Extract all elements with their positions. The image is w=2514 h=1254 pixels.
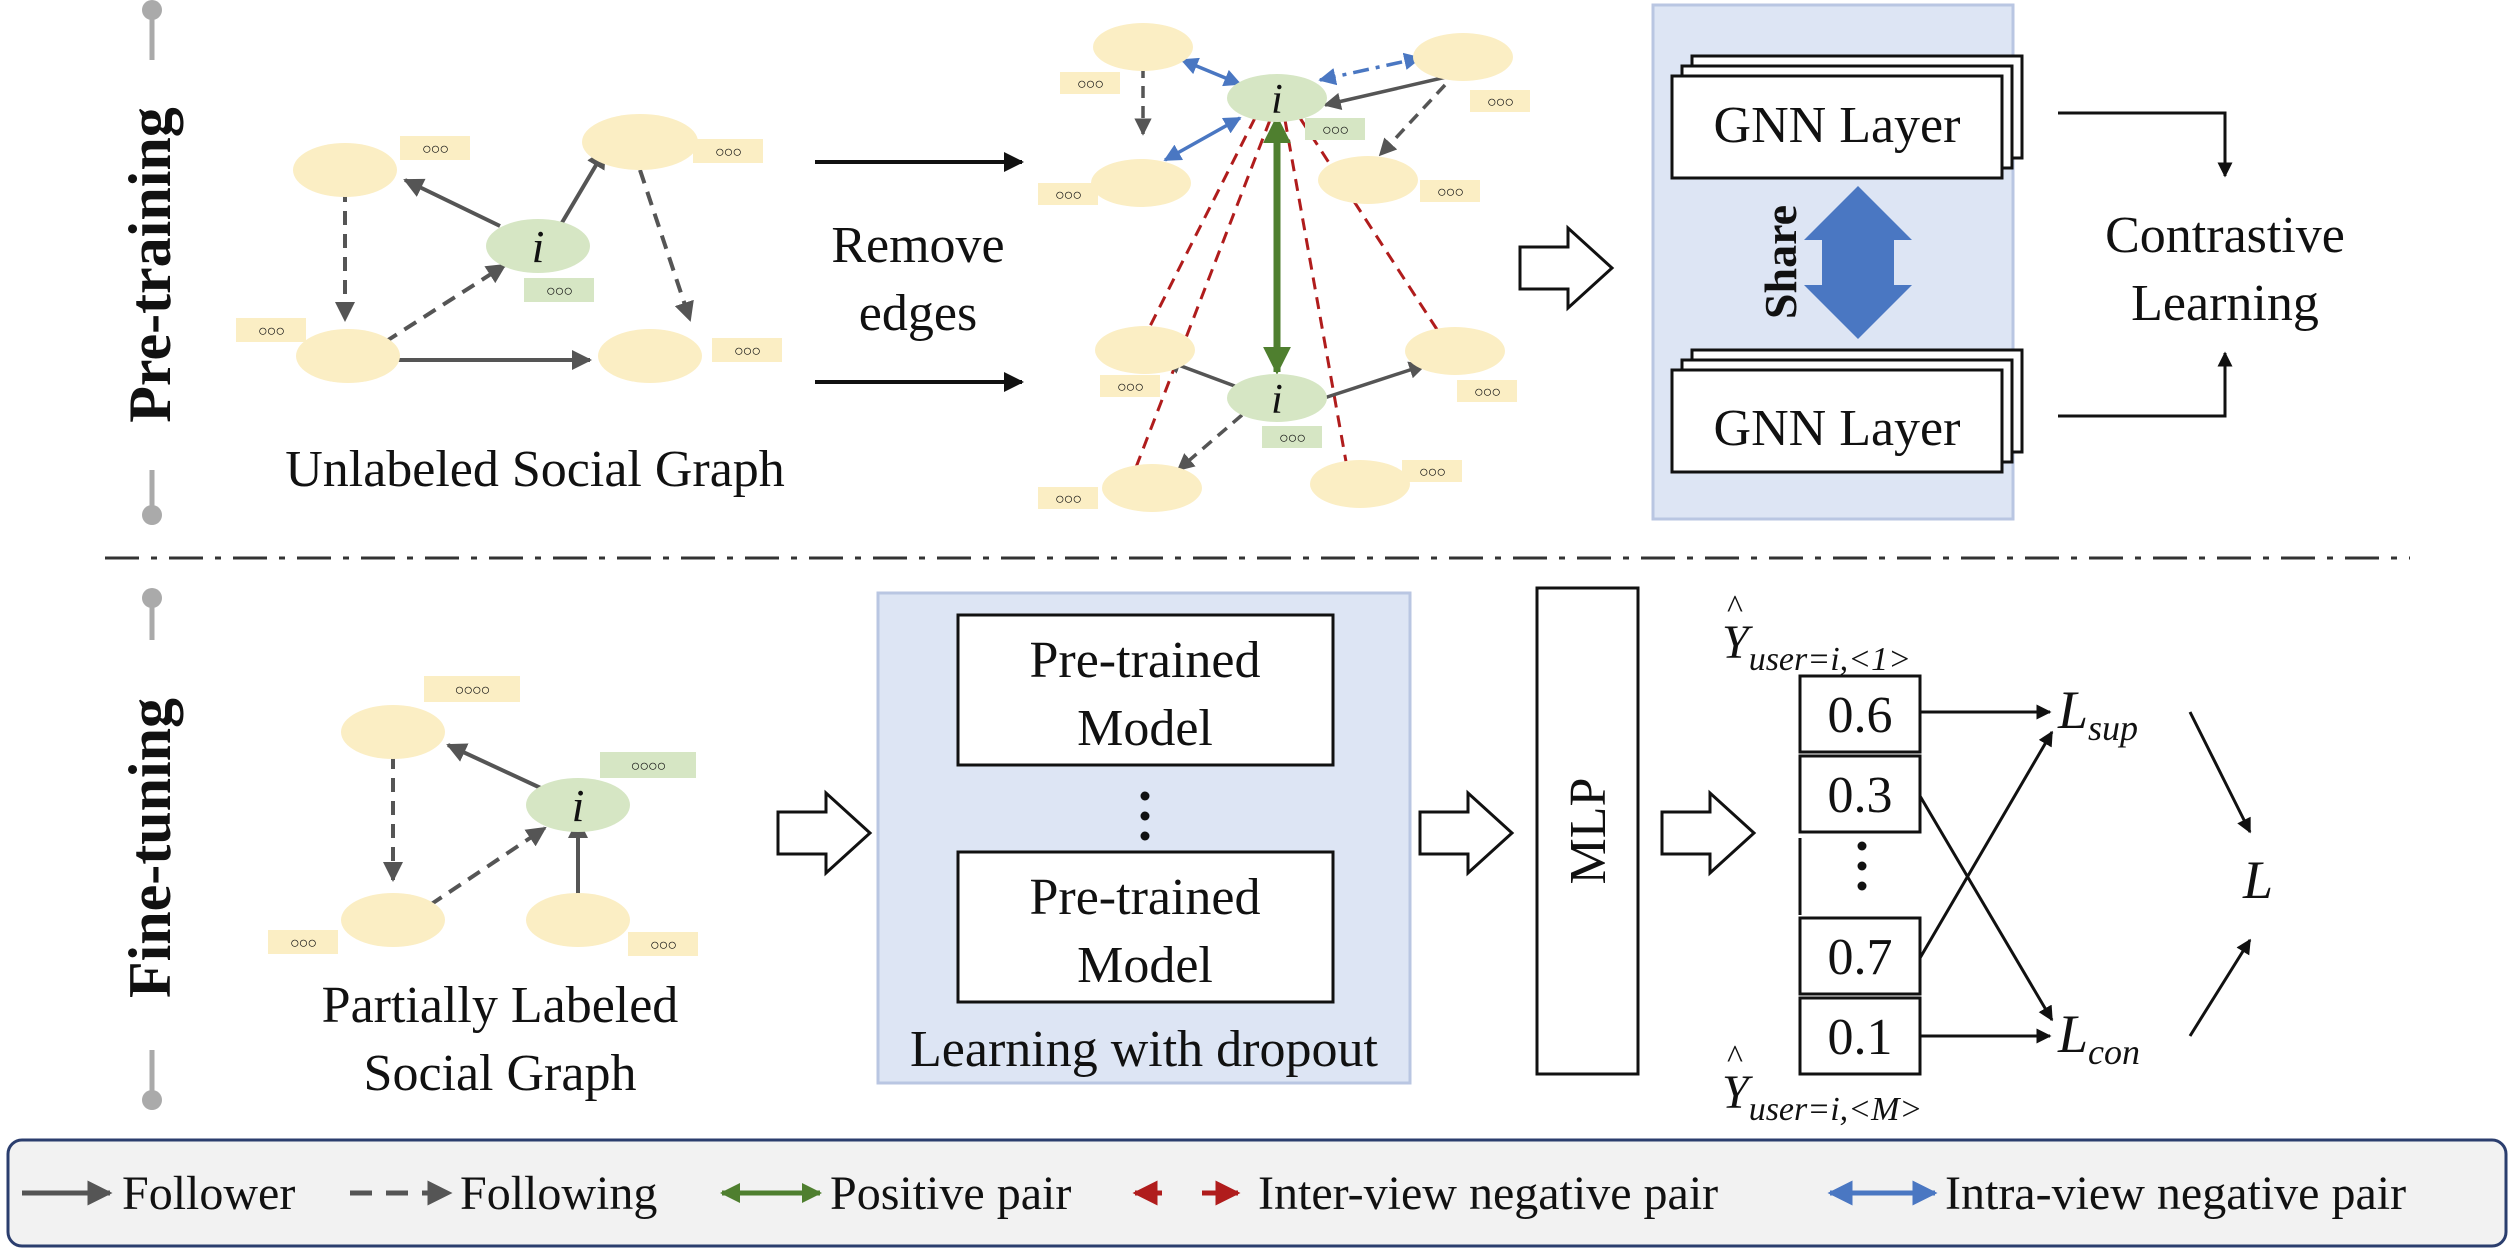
gnn-layer-bottom: GNN Layer bbox=[1714, 400, 1961, 457]
svg-text:○○○: ○○○ bbox=[1117, 379, 1143, 396]
svg-text:○○○○: ○○○○ bbox=[455, 682, 490, 699]
pretraining-stage-rail: Pre-training bbox=[117, 0, 188, 525]
y-hat-bottom-caret: ^ bbox=[1727, 1039, 1743, 1076]
pretrained-model-top-line2: Model bbox=[1077, 700, 1213, 757]
svg-text:○○○: ○○○ bbox=[422, 141, 448, 158]
prediction-outputs: Yuser=i,<1> ^ Yuser=i,<M> ^ 0.6 0.3 0.7 … bbox=[1722, 589, 2054, 1128]
contrastive-label-line2: Learning bbox=[2131, 275, 2319, 332]
svg-text:○○○: ○○○ bbox=[1055, 187, 1081, 204]
legend-follower: Follower bbox=[122, 1167, 295, 1220]
legend-following: Following bbox=[460, 1167, 657, 1220]
partially-labeled-social-graph: i ○○○○ ○○○○ ○○○ ○○○ Partially Labeled So… bbox=[268, 676, 698, 1102]
svg-text:○○○: ○○○ bbox=[258, 323, 284, 340]
pretrained-model-bottom-line1: Pre-trained bbox=[1029, 869, 1260, 926]
finetuning-stage-label: Fine-tuning bbox=[117, 698, 183, 998]
partially-labeled-caption-line2: Social Graph bbox=[364, 1045, 637, 1102]
ellipsis-dot bbox=[1140, 831, 1150, 841]
svg-text:○○○: ○○○ bbox=[1487, 94, 1513, 111]
svg-text:○○○: ○○○ bbox=[290, 935, 316, 952]
ellipsis-dot bbox=[1140, 791, 1150, 801]
svg-text:○○○: ○○○ bbox=[734, 343, 760, 360]
share-label: Share bbox=[1755, 205, 1806, 319]
y-hat-bottom: Yuser=i,<M> bbox=[1722, 1066, 1922, 1128]
output-value-1: 0.6 bbox=[1828, 687, 1893, 744]
output-value-2: 0.3 bbox=[1828, 767, 1893, 824]
svg-text:○○○: ○○○ bbox=[715, 144, 741, 161]
unlabeled-graph-caption: Unlabeled Social Graph bbox=[285, 441, 785, 498]
center-node-i-pretrain: i bbox=[532, 221, 545, 272]
loss-total: L bbox=[2242, 850, 2273, 910]
pretrained-model-bottom-line2: Model bbox=[1077, 937, 1213, 994]
legend-positive: Positive pair bbox=[830, 1167, 1071, 1220]
dropout-panel: Pre-trained Model Pre-trained Model Lear… bbox=[876, 591, 1412, 1085]
contrastive-learning: Contrastive Learning bbox=[2058, 111, 2345, 418]
svg-text:○○○: ○○○ bbox=[546, 283, 572, 300]
mlp-label: MLP bbox=[1560, 778, 1617, 885]
legend-intra-view: Intra-view negative pair bbox=[1945, 1167, 2406, 1220]
output-value-3: 0.7 bbox=[1828, 929, 1893, 986]
y-hat-top: Yuser=i,<1> bbox=[1722, 616, 1911, 678]
svg-text:○○○: ○○○ bbox=[1419, 464, 1445, 481]
hollow-arrow-to-mlp bbox=[1418, 789, 1515, 877]
svg-text:○○○: ○○○ bbox=[650, 937, 676, 954]
svg-text:○○○: ○○○ bbox=[1055, 491, 1081, 508]
gnn-layer-top: GNN Layer bbox=[1714, 97, 1961, 154]
svg-text:○○○: ○○○ bbox=[1279, 430, 1305, 447]
output-value-4: 0.1 bbox=[1828, 1009, 1893, 1066]
svg-text:○○○: ○○○ bbox=[1322, 122, 1348, 139]
center-node-i-finetune: i bbox=[572, 780, 585, 831]
legend: Follower Following Positive pair Inter-v… bbox=[6, 1138, 2508, 1248]
svg-text:○○○: ○○○ bbox=[1474, 384, 1500, 401]
losses: Lsup Lcon L bbox=[2057, 680, 2273, 1072]
mlp-block: MLP bbox=[1535, 586, 1640, 1076]
center-node-i-view2: i bbox=[1271, 377, 1283, 423]
remove-edges-label-line1: Remove bbox=[831, 217, 1004, 274]
hollow-arrow-to-outputs bbox=[1660, 789, 1757, 877]
legend-inter-view: Inter-view negative pair bbox=[1258, 1167, 1718, 1220]
dropout-caption: Learning with dropout bbox=[910, 1021, 1378, 1078]
pretraining-stage-label: Pre-training bbox=[117, 107, 183, 423]
svg-text:○○○: ○○○ bbox=[1077, 76, 1103, 93]
remove-edges-label-line2: edges bbox=[859, 285, 977, 342]
augmented-views: i i ○○○ ○○○ ○○○ ○○○ ○○○ ○○○ ○○○ ○○○ ○○○ … bbox=[1038, 23, 1530, 512]
finetuning-stage-rail: Fine-tuning bbox=[117, 588, 188, 1110]
partially-labeled-caption-line1: Partially Labeled bbox=[322, 977, 679, 1034]
share-double-arrow bbox=[1804, 186, 1912, 339]
svg-text:○○○○: ○○○○ bbox=[631, 758, 666, 775]
hollow-arrow-to-models bbox=[776, 789, 873, 877]
loss-con: Lcon bbox=[2057, 1004, 2140, 1072]
loss-sup: Lsup bbox=[2057, 680, 2138, 748]
y-hat-top-caret: ^ bbox=[1727, 589, 1743, 626]
center-node-i-view1: i bbox=[1271, 77, 1283, 123]
pretrained-model-top-line1: Pre-trained bbox=[1029, 632, 1260, 689]
gnn-panel: GNN Layer GNN Layer Share bbox=[1651, 3, 2024, 521]
contrastive-label-line1: Contrastive bbox=[2105, 207, 2345, 264]
unlabeled-social-graph: i ○○○ ○○○ ○○○ ○○○ ○○○ Unlabeled Social G… bbox=[236, 114, 785, 498]
hollow-arrow-to-gnn bbox=[1518, 224, 1615, 312]
ellipsis-dot bbox=[1140, 811, 1150, 821]
svg-text:○○○: ○○○ bbox=[1437, 184, 1463, 201]
remove-edges-step: Remove edges bbox=[815, 152, 1024, 392]
